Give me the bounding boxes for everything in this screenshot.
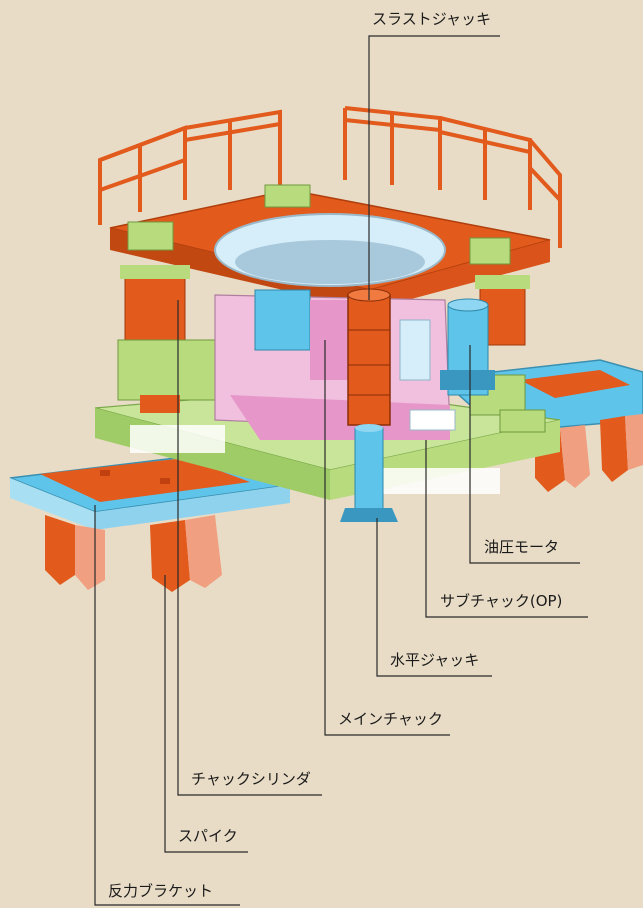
label-chuck-cylinder: チャックシリンダ	[191, 770, 311, 788]
leader-sub-chuck	[425, 440, 588, 618]
label-main-chuck: メインチャック	[338, 710, 443, 728]
reaction-bracket-left	[9, 454, 291, 592]
label-reaction-bracket: 反力ブラケット	[108, 882, 214, 900]
horizontal-jack	[340, 424, 398, 522]
leader-reaction-bracket	[94, 505, 240, 906]
thrust-jack	[347, 288, 391, 426]
label-sub-chuck: サブチャック(OP)	[440, 592, 563, 610]
leader-thrust-jack	[368, 35, 500, 300]
leader-main-chuck	[324, 340, 450, 736]
hydraulic-motor	[440, 298, 495, 396]
label-hydraulic-motor: 油圧モータ	[484, 538, 560, 556]
label-horizontal-jack: 水平ジャッキ	[390, 651, 480, 669]
leader-chuck-cylinder	[177, 300, 322, 796]
leader-horizontal-jack	[376, 518, 492, 677]
label-thrust-jack: スラストジャッキ	[372, 10, 491, 28]
chuck-cylinder-column	[117, 265, 229, 413]
sub-chuck	[409, 409, 546, 433]
guard-rail	[98, 106, 562, 248]
central-body	[214, 289, 451, 440]
leader-hydraulic-motor	[469, 345, 580, 564]
leader-spike	[164, 575, 248, 853]
label-spike: スパイク	[178, 827, 238, 845]
leader-lines	[94, 35, 588, 906]
